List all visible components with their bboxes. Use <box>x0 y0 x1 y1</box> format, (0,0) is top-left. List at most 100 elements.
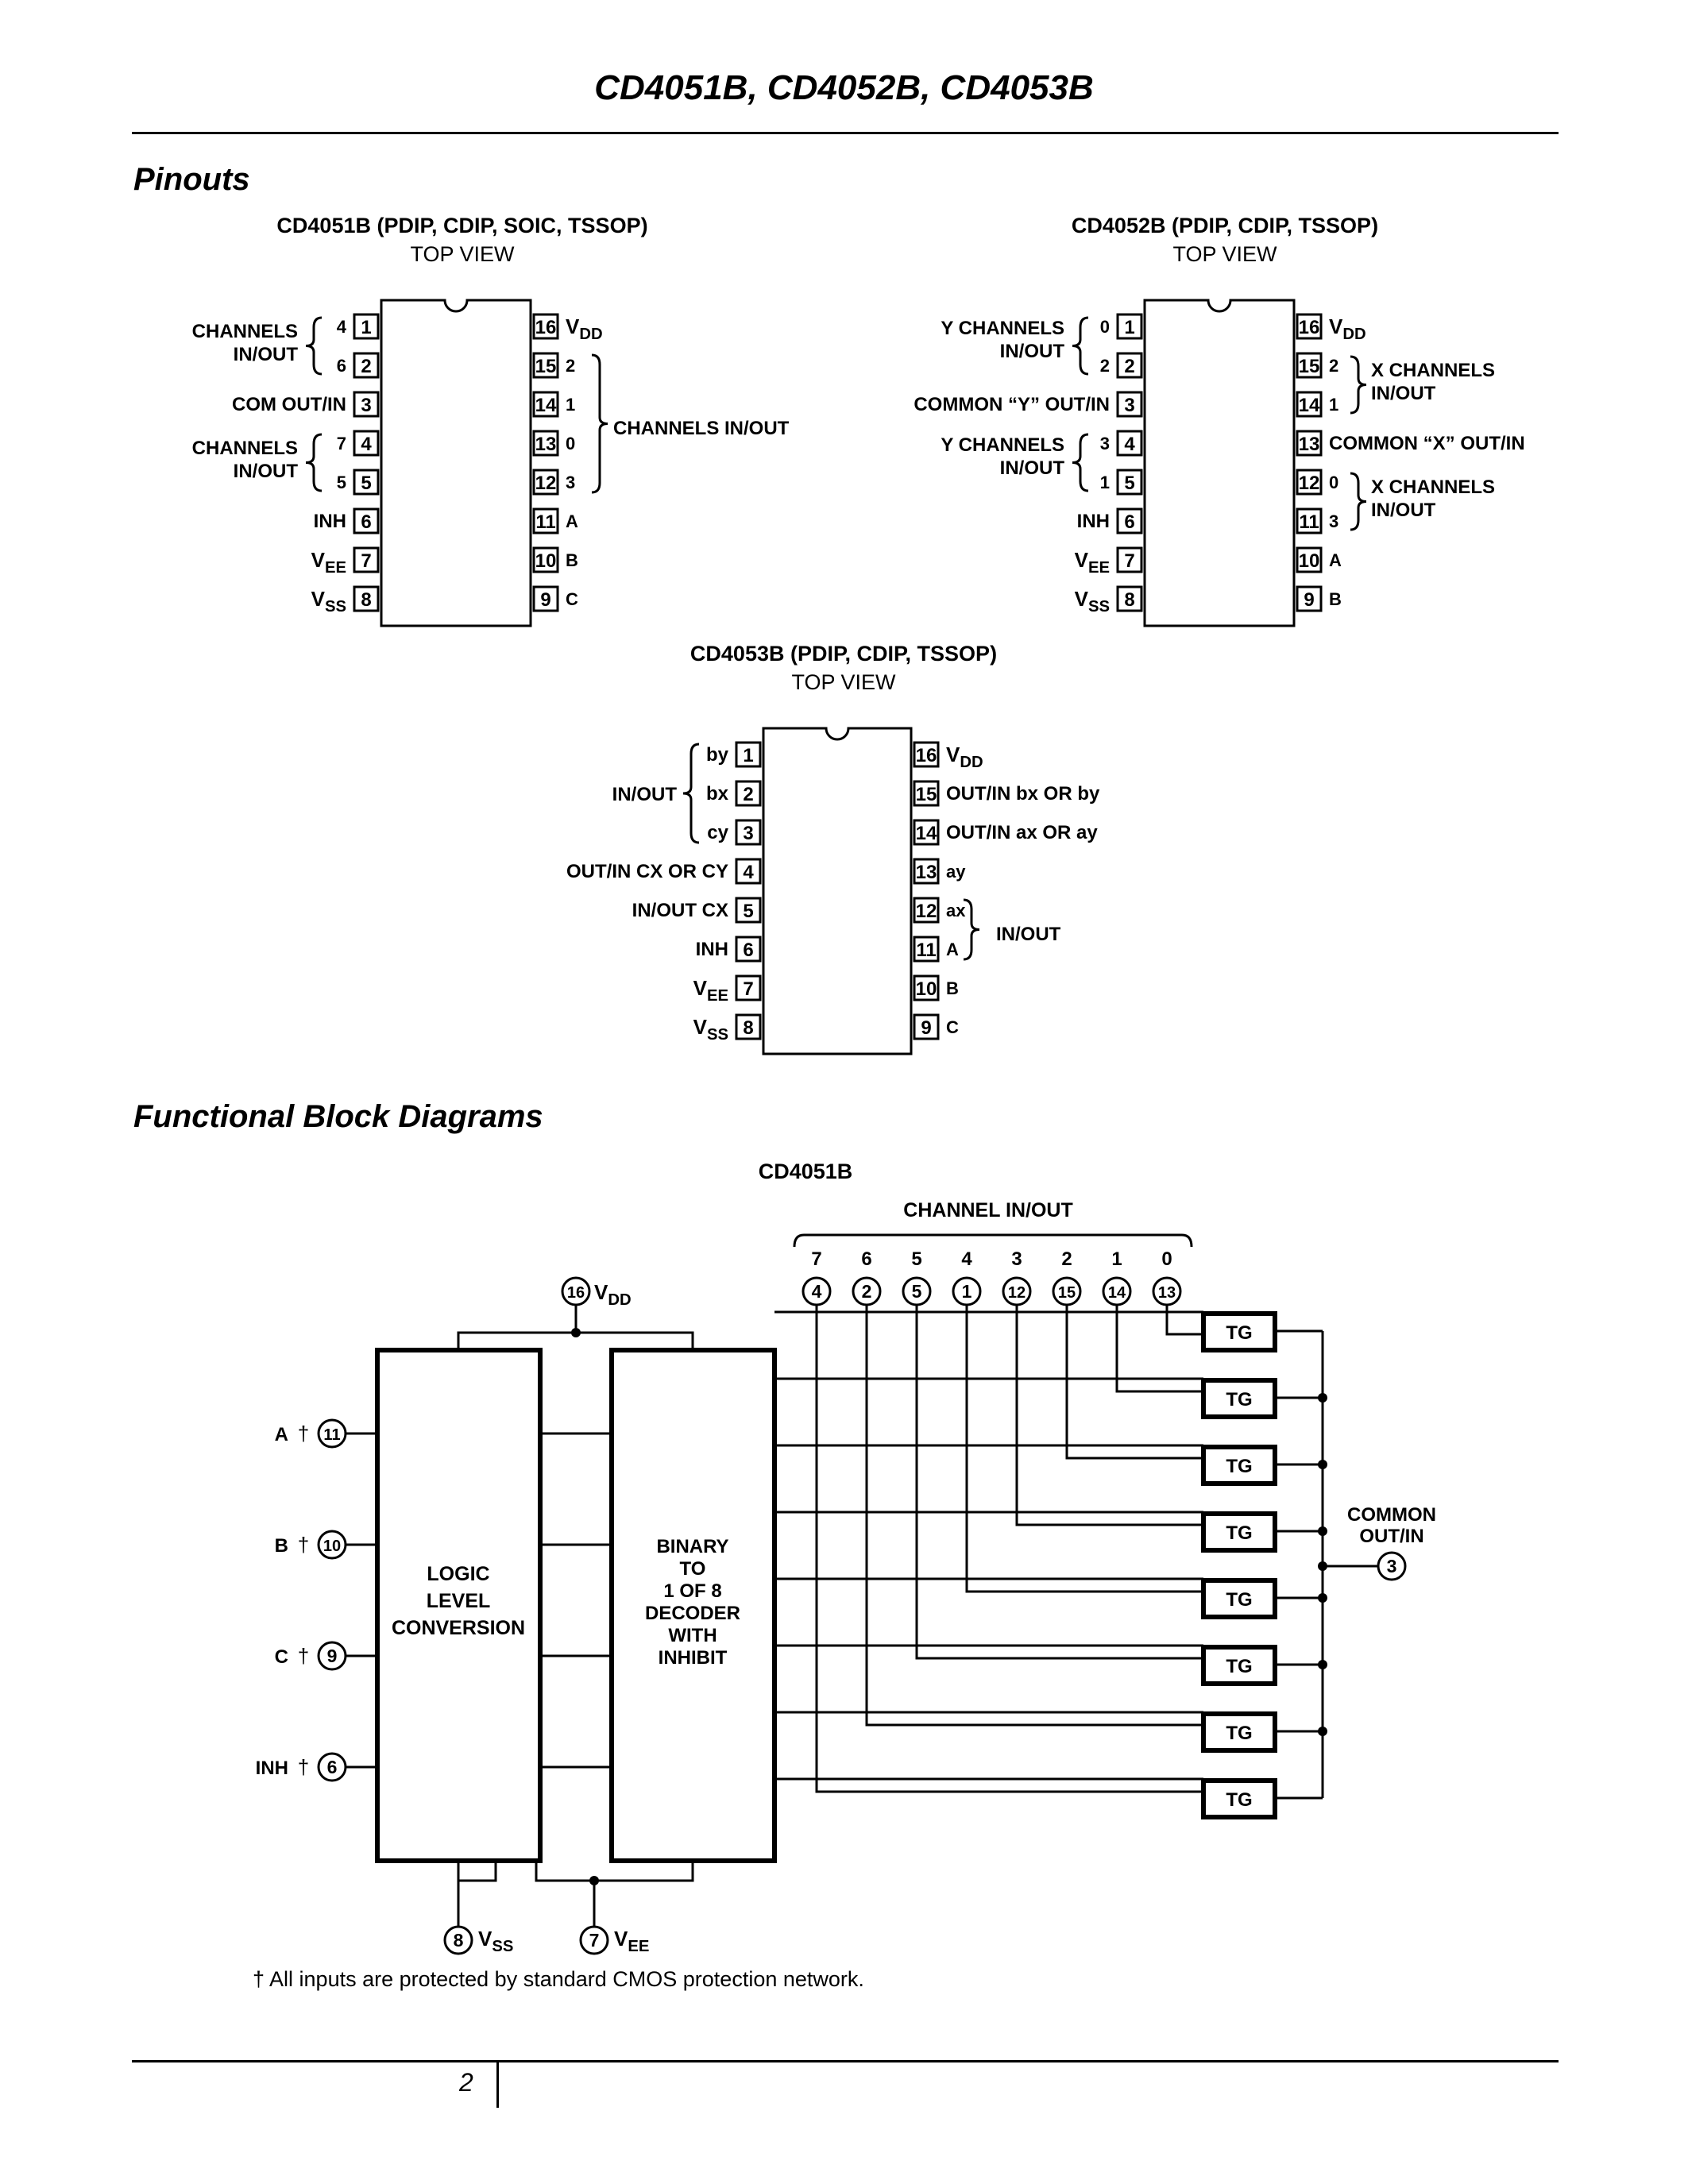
cd4053-pin-10-box <box>913 974 940 1001</box>
group-label: Y CHANNELS <box>941 318 1064 339</box>
vss-wire <box>458 1861 497 1882</box>
cd4052-pin-label: COMMON “X” OUT/IN <box>1329 433 1525 454</box>
group-label: CHANNELS <box>192 321 298 342</box>
gate-label: TG <box>1226 1723 1252 1744</box>
cd4052-pin-4-box <box>1116 430 1143 457</box>
cd4053-pin-1-box <box>735 741 762 768</box>
brace <box>1350 355 1367 415</box>
footer-divider <box>132 2060 1559 2062</box>
cd4052-pin-4-number: 4 <box>1124 434 1135 455</box>
vdd-label: VDD <box>594 1280 632 1309</box>
cd4052-view: TOP VIEW <box>1172 242 1277 266</box>
junction-dot <box>571 1328 581 1337</box>
cd4053-pin-12-number: 12 <box>916 901 937 922</box>
channel-wire <box>815 1305 1203 1793</box>
cd4053-pin-label: ay <box>946 862 966 882</box>
cd4052-pin-14-number: 14 <box>1299 395 1320 416</box>
cd4052-pin-2-box <box>1116 352 1143 379</box>
gate-label: TG <box>1226 1589 1252 1611</box>
cd4053-pin-4-number: 4 <box>743 862 754 883</box>
page-title: CD4051B, CD4052B, CD4053B <box>594 68 1094 107</box>
decoder-block-label: BINARY <box>656 1536 728 1557</box>
page-number: 2 <box>459 2068 473 2097</box>
channel-number: 7 <box>811 1248 821 1270</box>
cd4051-pin-16-number: 16 <box>535 317 557 338</box>
cd4053-pin-label: cy <box>707 822 728 843</box>
section-title-pinouts: Pinouts <box>133 162 250 197</box>
group-label: CHANNELS <box>192 438 298 459</box>
logic-block-label: LEVEL <box>427 1590 491 1612</box>
footer-separator <box>496 2062 499 2108</box>
transmission-gate <box>1201 1578 1277 1619</box>
cd4051-pin-label: A <box>566 511 578 531</box>
cd4051-pin-15-box <box>532 352 559 379</box>
cd4053-pin-6-box <box>735 936 762 963</box>
group-label: IN/OUT <box>1000 457 1065 479</box>
group-label: IN/OUT <box>1371 500 1436 521</box>
cd4053-pin-label: bx <box>706 783 729 805</box>
input-pin-9-number: 9 <box>327 1646 338 1666</box>
cd4051-pin-label: COM OUT/IN <box>232 394 346 415</box>
cd4051-pin-7-box <box>353 546 380 573</box>
cd4052-pin-label: COMMON “Y” OUT/IN <box>914 394 1110 415</box>
cd4052-pin-9-number: 9 <box>1304 589 1314 611</box>
cd4051-pin-1-number: 1 <box>361 317 371 338</box>
cd4053-pin-11-number: 11 <box>916 940 936 961</box>
logic-level-block <box>375 1348 543 1863</box>
input-pin-6-number: 6 <box>327 1757 338 1777</box>
cd4052-pin-10-box <box>1296 546 1323 573</box>
cd4053-pin-8-number: 8 <box>743 1017 753 1039</box>
cd4053-pin-label: ax <box>946 901 966 920</box>
cd4053-pin-15-box <box>913 780 940 807</box>
cd4053-pin-2-box <box>735 780 762 807</box>
cd4051-pinout: CD4051B (PDIP, CDIP, SOIC, TSSOP) TOP VI… <box>192 214 790 627</box>
cd4051-pin-label: 4 <box>337 317 347 337</box>
channel-number: 0 <box>1161 1248 1172 1270</box>
group-label: IN/OUT <box>996 924 1061 945</box>
cd4053-pin-7-number: 7 <box>743 978 753 1000</box>
channel-wire <box>965 1305 1203 1593</box>
cd4052-pin-6-number: 6 <box>1124 511 1134 533</box>
group-label: IN/OUT <box>1371 383 1436 404</box>
cd4051-pin-7-number: 7 <box>361 550 371 572</box>
brace <box>1350 472 1367 531</box>
cd4053-pin-9-number: 9 <box>921 1017 931 1039</box>
channel-brace <box>793 1233 1193 1248</box>
common-pin-number: 3 <box>1387 1556 1397 1576</box>
cd4052-pin-1-number: 1 <box>1124 317 1134 338</box>
channel-number: 3 <box>1011 1248 1022 1270</box>
cd4052-title: CD4052B (PDIP, CDIP, TSSOP) <box>1072 214 1378 237</box>
cd4052-pin-11-box <box>1296 507 1323 534</box>
brace <box>1072 316 1089 376</box>
cd4051-pin-label: 6 <box>337 356 346 376</box>
common-label: COMMON <box>1347 1504 1436 1526</box>
channel-wire <box>1015 1305 1203 1526</box>
cd4052-pin-16-number: 16 <box>1299 317 1320 338</box>
cd4051-pin-13-box <box>532 430 559 457</box>
cd4052-pin-label: VSS <box>1075 587 1110 615</box>
gate-label: TG <box>1226 1322 1252 1344</box>
cd4051-pin-label: VSS <box>311 587 346 615</box>
cd4053-pin-label: by <box>706 744 729 766</box>
group-label: IN/OUT <box>234 344 299 365</box>
cd4052-pin-7-box <box>1116 546 1143 573</box>
decoder-block-label: WITH <box>668 1625 717 1646</box>
cd4052-pin-14-box <box>1296 391 1323 418</box>
input-pin-11-number: 11 <box>323 1426 340 1444</box>
channel-wire <box>1065 1305 1203 1460</box>
cd4052-package <box>1143 299 1296 627</box>
decoder-block-label: DECODER <box>645 1603 740 1624</box>
cd4053-pin-2-number: 2 <box>743 784 753 805</box>
cd4051-pin-14-box <box>532 391 559 418</box>
cd4051-pin-9-box <box>532 585 559 612</box>
channel-pin-2-number: 2 <box>862 1281 872 1302</box>
group-label: X CHANNELS <box>1371 360 1495 381</box>
group-label: Y CHANNELS <box>941 434 1064 456</box>
cd4052-pin-label: B <box>1329 589 1342 609</box>
brace <box>963 898 980 961</box>
section-title-block-diagrams: Functional Block Diagrams <box>133 1099 543 1134</box>
cd4053-pin-13-number: 13 <box>916 862 937 883</box>
cd4051-pin-8-box <box>353 585 380 612</box>
cd4052-pin-8-box <box>1116 585 1143 612</box>
common-label: OUT/IN <box>1359 1526 1423 1547</box>
